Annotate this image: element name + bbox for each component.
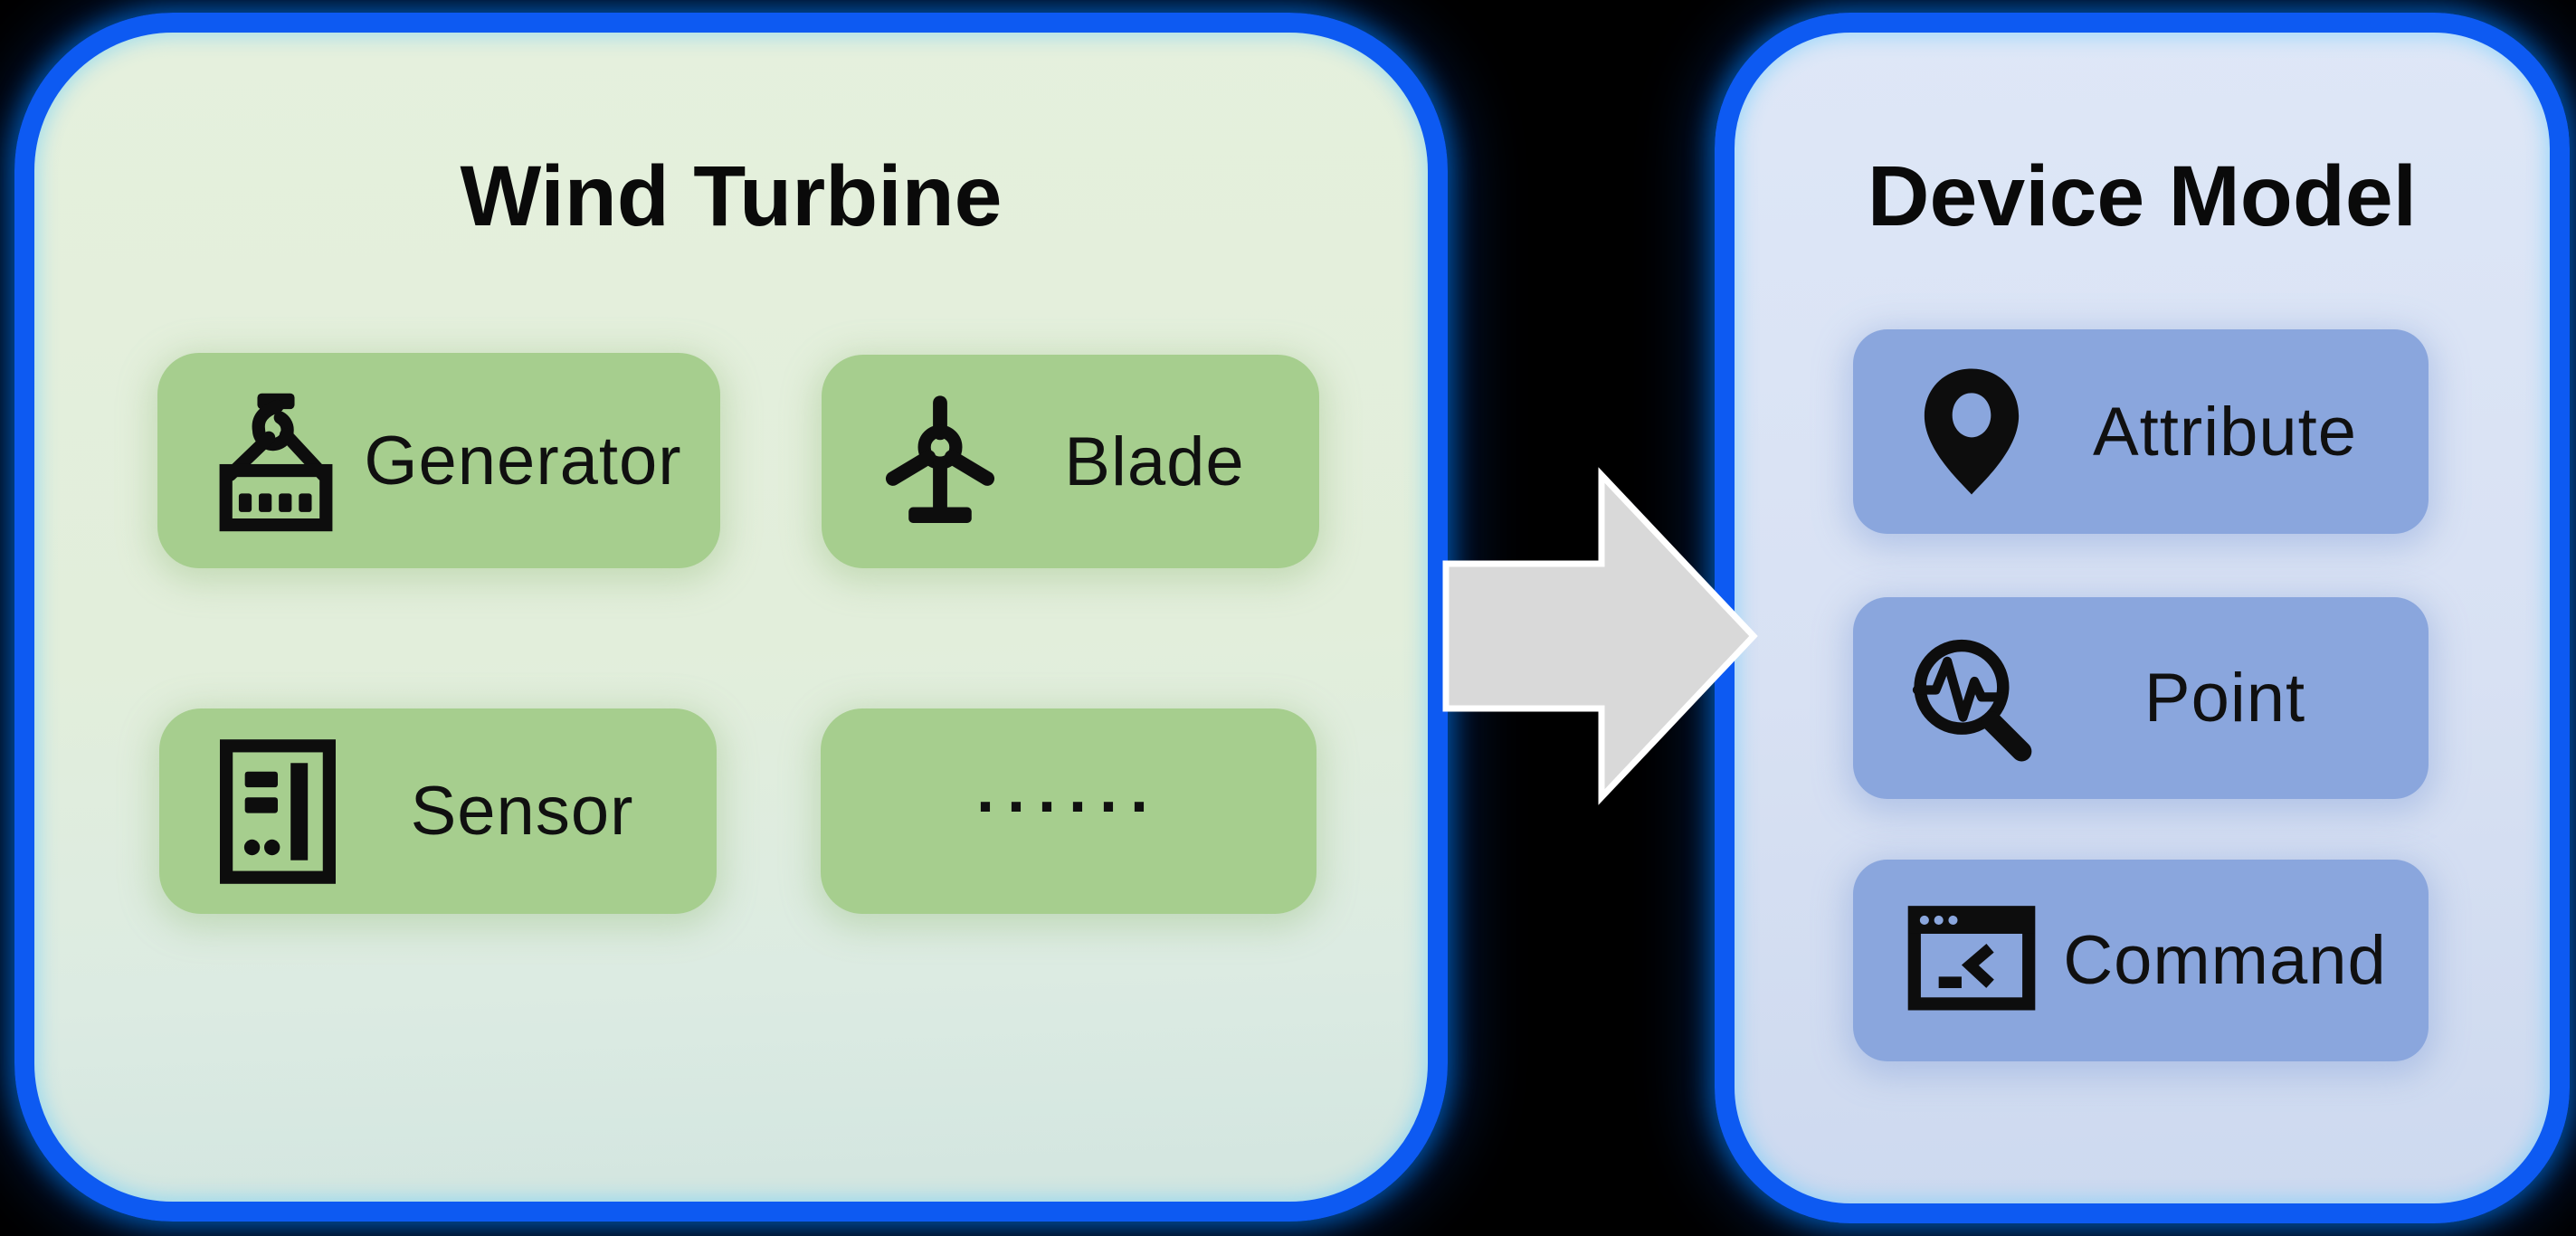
generator-item[interactable]: Generator bbox=[157, 353, 720, 568]
sensor-label: Sensor bbox=[410, 773, 634, 850]
terminal-window-icon bbox=[1900, 883, 2043, 1039]
crane-generator-icon bbox=[204, 383, 347, 538]
sensor-item[interactable]: Sensor bbox=[159, 708, 717, 914]
magnifier-waveform-icon bbox=[1900, 621, 2043, 776]
wind-turbine-title: Wind Turbine bbox=[460, 148, 1003, 244]
device-model-title: Device Model bbox=[1867, 148, 2418, 244]
location-pin-icon bbox=[1900, 354, 2043, 509]
ellipsis-label: ...... bbox=[975, 753, 1162, 826]
attribute-item[interactable]: Attribute bbox=[1853, 329, 2429, 534]
point-label: Point bbox=[2143, 660, 2306, 737]
attribute-label: Attribute bbox=[2092, 393, 2358, 471]
generator-label: Generator bbox=[364, 422, 682, 499]
blade-label: Blade bbox=[1064, 423, 1245, 500]
command-label: Command bbox=[2063, 922, 2387, 999]
maps-to-arrow bbox=[1442, 467, 1758, 805]
control-cabinet-icon bbox=[206, 734, 349, 889]
blade-item[interactable]: Blade bbox=[822, 355, 1319, 568]
wind-turbine-panel bbox=[14, 13, 1448, 1222]
command-item[interactable]: Command bbox=[1853, 860, 2429, 1061]
point-item[interactable]: Point bbox=[1853, 597, 2429, 799]
more-components-item[interactable]: ...... bbox=[821, 708, 1317, 914]
wind-turbine-icon bbox=[869, 384, 1012, 539]
